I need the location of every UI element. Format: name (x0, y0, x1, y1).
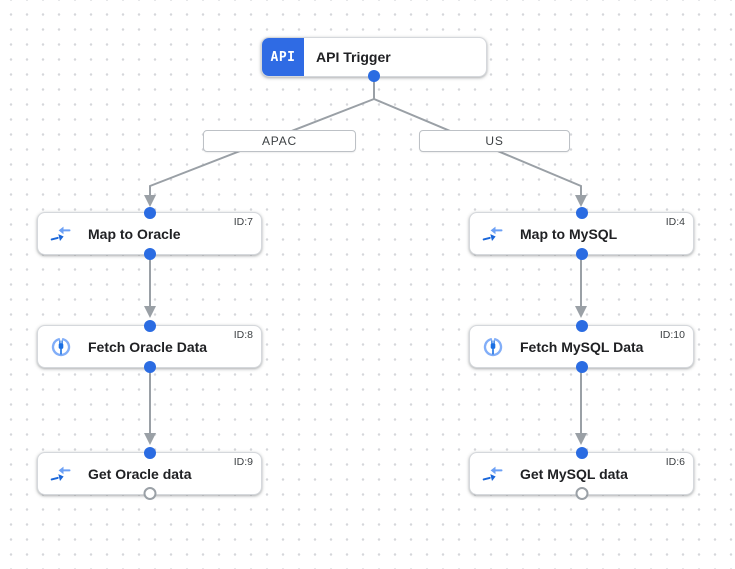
input-port[interactable] (575, 320, 588, 332)
node-id: ID:4 (665, 216, 685, 228)
input-port[interactable] (143, 447, 156, 459)
node-label: Fetch MySQL Data (520, 338, 644, 355)
node-get-oracle-data[interactable]: Get Oracle data ID:9 (37, 447, 262, 500)
node-label: Get MySQL data (520, 465, 628, 482)
node-fetch-oracle-data[interactable]: Fetch Oracle Data ID:8 (37, 320, 262, 373)
edge-trigger-us (373, 98, 582, 196)
api-badge-text: API (270, 49, 296, 65)
connector-icon (50, 336, 72, 358)
node-id: ID:10 (659, 329, 685, 341)
arrowhead-icon (575, 433, 587, 445)
arrowhead-icon (144, 433, 156, 445)
edge-label-text: APAC (262, 134, 297, 148)
data-mapping-icon (50, 465, 72, 483)
output-port-open[interactable] (575, 487, 588, 500)
node-api-trigger[interactable]: API API Trigger (261, 37, 487, 82)
node-map-to-oracle[interactable]: Map to Oracle ID:7 (37, 207, 262, 260)
node-id: ID:9 (233, 456, 253, 468)
api-trigger-icon: API (262, 38, 304, 76)
edge-label-apac[interactable]: APAC (203, 130, 356, 152)
node-label: API Trigger (316, 49, 391, 65)
node-label: Get Oracle data (88, 465, 192, 482)
arrowhead-icon (575, 306, 587, 318)
output-port[interactable] (368, 70, 380, 82)
edge-label-text: US (485, 134, 504, 148)
node-id: ID:8 (233, 329, 253, 341)
input-port[interactable] (575, 207, 588, 219)
node-id: ID:6 (665, 456, 685, 468)
input-port[interactable] (143, 320, 156, 332)
output-port[interactable] (143, 248, 156, 260)
output-port[interactable] (575, 248, 588, 260)
node-label: Fetch Oracle Data (88, 338, 208, 355)
input-port[interactable] (143, 207, 156, 219)
input-port[interactable] (575, 447, 588, 459)
node-get-mysql-data[interactable]: Get MySQL data ID:6 (469, 447, 694, 500)
data-mapping-icon (482, 225, 504, 243)
node-map-to-mysql[interactable]: Map to MySQL ID:4 (469, 207, 694, 260)
node-label: Map to Oracle (88, 225, 181, 242)
output-port[interactable] (143, 361, 156, 373)
arrowhead-icon (144, 306, 156, 318)
data-mapping-icon (482, 465, 504, 483)
arrowhead-icon (575, 195, 587, 207)
data-mapping-icon (50, 225, 72, 243)
arrowhead-icon (144, 195, 156, 207)
edge-label-us[interactable]: US (419, 130, 570, 152)
node-label: Map to MySQL (520, 225, 618, 242)
node-fetch-mysql-data[interactable]: Fetch MySQL Data ID:10 (469, 320, 694, 373)
output-port[interactable] (575, 361, 588, 373)
connector-icon (482, 336, 504, 358)
node-id: ID:7 (233, 216, 253, 228)
output-port-open[interactable] (143, 487, 156, 500)
